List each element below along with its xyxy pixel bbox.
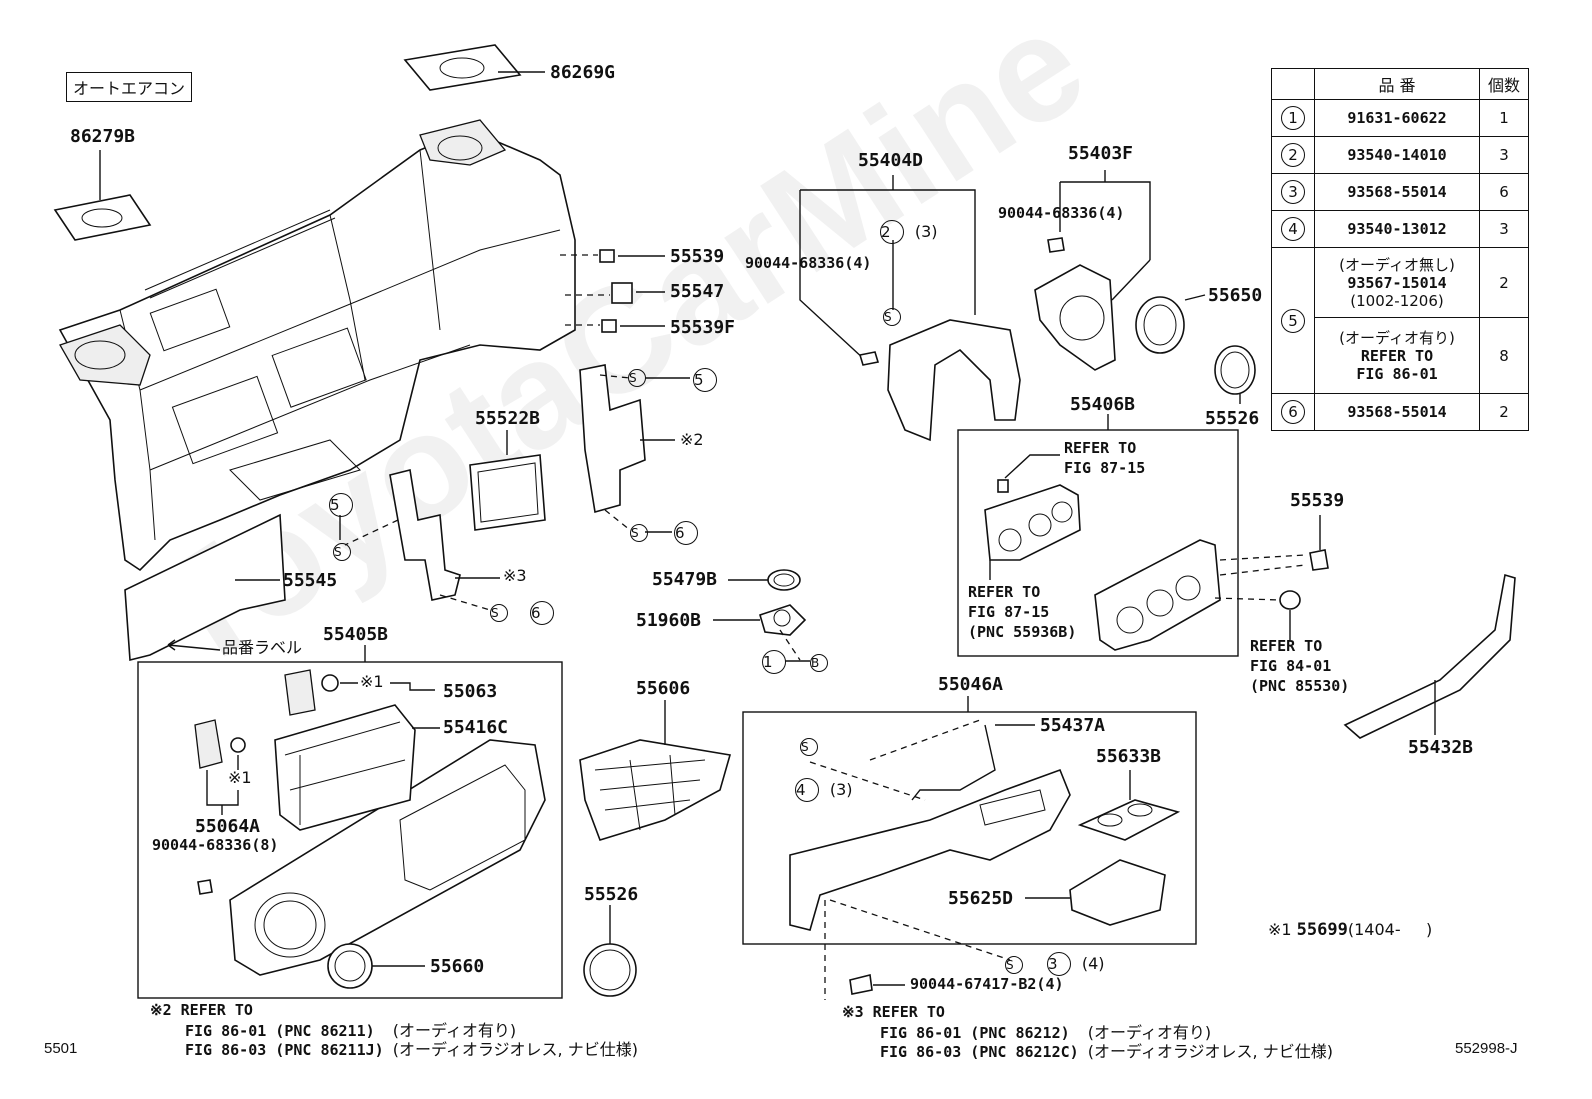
callout-b: B xyxy=(810,653,828,672)
figure-code-left: 5501 xyxy=(44,1040,78,1057)
pad-86269G xyxy=(403,44,522,91)
table-row: 6 93568-55014 2 xyxy=(1271,393,1529,431)
display-55522B xyxy=(469,454,546,531)
callout-6a: 6 xyxy=(674,521,698,545)
label-55539-right: 55539 xyxy=(1290,490,1345,511)
label-51960B: 51960B xyxy=(636,610,702,631)
callout-4: 4 (3) xyxy=(795,778,853,802)
table-row: 2 93540-14010 3 xyxy=(1271,136,1529,174)
footnote-x3-line1: FIG 86-01 (PNC 86212) (オーディオ有り) xyxy=(880,1023,1212,1042)
label-55046A: 55046A xyxy=(938,674,1004,695)
box-55625D xyxy=(1069,859,1166,926)
note-x1-mark-a: ※1 xyxy=(360,672,384,691)
label-55437A: 55437A xyxy=(1040,715,1106,736)
table-row: 1 91631-60622 1 xyxy=(1271,99,1529,137)
callout-s-3: S xyxy=(1005,955,1023,974)
label-55406B: 55406B xyxy=(1070,394,1136,415)
parts-table: 品 番 個数 1 91631-60622 1 2 93540-14010 3 3… xyxy=(1271,68,1529,431)
callout-2: 2 (3) xyxy=(880,220,938,244)
lower-panel-55046A xyxy=(789,768,1071,931)
cluster-panel-55405B xyxy=(229,739,546,976)
ac-panel-55406B xyxy=(1094,539,1221,651)
callout-s: S xyxy=(883,307,901,326)
label-55416C: 55416C xyxy=(443,717,509,738)
label-55403F: 55403F xyxy=(1068,143,1134,164)
label-90044-67417-B2: 90044-67417-B2(4) xyxy=(910,975,1064,993)
table-row: 4 93540-13012 3 xyxy=(1271,210,1529,248)
callout-6b: 6 xyxy=(530,601,554,625)
table-row: 3 93568-55014 6 xyxy=(1271,173,1529,211)
label-55526-upper: 55526 xyxy=(1205,408,1260,429)
callout-s-4: S xyxy=(800,737,818,756)
label-55432B: 55432B xyxy=(1408,737,1474,758)
label-55539F: 55539F xyxy=(670,317,736,338)
ac-controller xyxy=(984,484,1081,561)
table-row: (オーディオ有り) REFER TO FIG 86-01 8 xyxy=(1272,317,1529,394)
callout-s-5b: S xyxy=(333,542,351,561)
refer-fig-87-15-b: REFER TO FIG 87-15 (PNC 55936B) xyxy=(968,583,1077,641)
note-x2-mark: ※2 xyxy=(680,430,704,449)
callout-s-6b: S xyxy=(490,603,508,622)
footnote-x2-line2: FIG 86-03 (PNC 86211J) (オーディオラジオレス, ナビ仕様… xyxy=(185,1040,638,1059)
label-55625D: 55625D xyxy=(948,888,1014,909)
footnote-x2-line1: FIG 86-01 (PNC 86211) (オーディオ有り) xyxy=(185,1021,517,1040)
panel-55545 xyxy=(124,513,286,662)
table-header: 品 番 xyxy=(1314,68,1480,100)
footnote-x3: ※3 REFER TO xyxy=(842,1003,945,1021)
label-55633B: 55633B xyxy=(1096,746,1162,767)
label-55063: 55063 xyxy=(443,681,498,702)
label-86279B: 86279B xyxy=(70,126,136,147)
note-x3-mark: ※3 xyxy=(503,566,527,585)
hinban-label: 品番ラベル xyxy=(222,638,303,657)
auto-aircon-title: オートエアコン xyxy=(66,72,193,102)
label-55064A: 55064A xyxy=(195,816,261,837)
callout-5b: 5 xyxy=(329,493,353,517)
callout-s-5: S xyxy=(628,368,646,387)
figure-code-right: 552998-J xyxy=(1455,1040,1518,1057)
callout-1: 1 xyxy=(762,650,786,674)
label-55547: 55547 xyxy=(670,281,725,302)
footnote-x1: ※1 55699(1404- ) xyxy=(1268,920,1433,940)
meter-hood-55404D xyxy=(887,319,1021,442)
table-header-row: 品 番 個数 xyxy=(1271,68,1529,100)
table-header: 個数 xyxy=(1479,68,1529,100)
pad-86279B xyxy=(53,194,152,241)
meter-55416C xyxy=(274,704,416,831)
label-90044-68336-8: 90044-68336(8) xyxy=(152,836,279,854)
refer-fig-87-15-a: REFER TO FIG 87-15 xyxy=(1064,439,1146,477)
label-55545: 55545 xyxy=(283,570,338,591)
label-55650: 55650 xyxy=(1208,285,1263,306)
garnish-55432B xyxy=(1343,573,1516,739)
table-row: 5 (オーディオ無し) 93567-15014 (1002-1206) 2 xyxy=(1271,247,1529,394)
note-x1-mark-b: ※1 xyxy=(228,768,252,787)
tray-55606 xyxy=(579,739,732,841)
label-55526-lower: 55526 xyxy=(584,884,639,905)
label-90044-68336-4-left: 90044-68336(4) xyxy=(745,254,872,272)
footnote-x2: ※2 REFER TO xyxy=(150,1001,253,1019)
ring-55526-lower xyxy=(583,943,637,997)
label-55660: 55660 xyxy=(430,956,485,977)
callout-s-6a: S xyxy=(630,523,648,542)
bracket-x3 xyxy=(389,469,461,601)
label-86269G: 86269G xyxy=(550,62,616,83)
label-55405B: 55405B xyxy=(323,624,389,645)
label-55539: 55539 xyxy=(670,246,725,267)
callout-3: 3 (4) xyxy=(1047,952,1105,976)
label-90044-68336-4-right: 90044-68336(4) xyxy=(998,204,1125,222)
bracket-x2 xyxy=(579,364,646,514)
label-55522B: 55522B xyxy=(475,408,541,429)
instrument-panel-drawing xyxy=(58,119,576,572)
callout-5: 5 xyxy=(693,368,717,392)
cupholder-55633B xyxy=(1077,799,1181,841)
refer-fig-84-01: REFER TO FIG 84-01 (PNC 85530) xyxy=(1250,637,1350,695)
label-55404D: 55404D xyxy=(858,150,924,171)
label-55606: 55606 xyxy=(636,678,691,699)
label-55479B: 55479B xyxy=(652,569,718,590)
table-header xyxy=(1271,68,1315,100)
footnote-x3-line2: FIG 86-03 (PNC 86212C) (オーディオラジオレス, ナビ仕様… xyxy=(880,1042,1333,1061)
bezel-55403F xyxy=(1034,264,1116,371)
